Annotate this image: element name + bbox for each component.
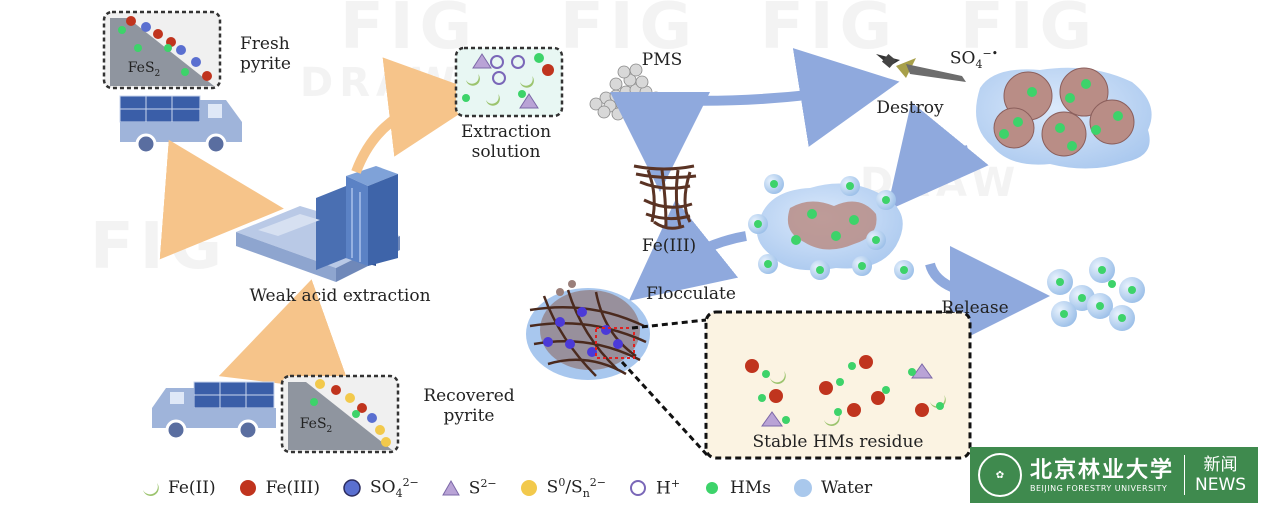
arrow-to-solution — [351, 57, 488, 174]
legend-s2-label: S2− — [468, 477, 497, 499]
destroy-label: Destroy — [876, 98, 944, 118]
legend-water-label: Water — [821, 478, 873, 498]
extraction-solution-box — [454, 46, 564, 118]
university-news-badge: ✿ 北京林业大学 BEIJING FORESTRY UNIVERSITY 新闻 … — [970, 447, 1258, 503]
aggregate-cluster — [976, 67, 1152, 169]
stable-residue-box — [704, 310, 972, 460]
legend-so4-label: SO42− — [369, 475, 419, 501]
arrow-to-destroy — [663, 48, 900, 147]
legend-s0-sn-label: S0/Sn2− — [546, 475, 606, 501]
red-dot-icon — [239, 480, 256, 496]
news-label-en: NEWS — [1195, 475, 1247, 495]
legend-fe3: Fe(III) — [238, 478, 320, 498]
legend: Fe(II) Fe(III) SO42− S2− S0/Sn2− H+ HMs … — [140, 474, 872, 502]
legend-hms: HMs — [702, 478, 771, 498]
factory-icon — [236, 166, 400, 282]
ring-icon — [630, 480, 646, 496]
blue-dot-icon — [343, 479, 361, 497]
legend-h: H+ — [628, 477, 680, 499]
stable-residue-label: Stable HMs residue — [752, 432, 924, 452]
legend-s0-sn: S0/Sn2− — [519, 476, 606, 500]
green-dot-icon — [706, 482, 719, 494]
release-bubbles — [1047, 257, 1145, 331]
university-name-en: BEIJING FORESTRY UNIVERSITY — [1030, 483, 1168, 493]
yellow-dot-icon — [520, 479, 537, 496]
watermark-fig-2: FIG — [560, 0, 699, 64]
bubble-icon — [794, 479, 813, 497]
zoom-line-bottom — [620, 360, 710, 458]
fe3-floc-icon — [633, 164, 697, 230]
arrow-to-flocculate — [628, 199, 747, 301]
truck-bottom-icon — [152, 381, 276, 441]
recovered-pyrite-label: Recovered pyrite — [423, 386, 515, 426]
pms-label: PMS — [641, 50, 683, 70]
legend-so4: SO42− — [342, 476, 419, 500]
recovered-pyrite-box — [280, 374, 400, 454]
arrow-to-fe3 — [609, 91, 710, 192]
zoom-line-top — [631, 318, 707, 330]
so4-radical-label: SO4−• — [949, 47, 999, 72]
university-name: 北京林业大学 BEIJING FORESTRY UNIVERSITY — [1030, 458, 1174, 493]
crescent-icon — [143, 483, 159, 496]
legend-fe3-label: Fe(III) — [265, 478, 320, 498]
legend-hms-label: HMs — [730, 478, 772, 498]
arrow-to-release — [925, 245, 1050, 346]
legend-s2: S2− — [441, 477, 497, 499]
fes2-bottom-label: FeS2 — [299, 416, 333, 435]
legend-h-label: H+ — [656, 477, 681, 499]
university-seal-icon: ✿ — [978, 453, 1022, 497]
pms-beads-icon — [589, 63, 667, 121]
fresh-pyrite-label: Fresh pyrite — [240, 34, 291, 74]
news-label: 新闻 NEWS — [1195, 455, 1246, 495]
arrow-to-dispersion — [886, 101, 989, 211]
truck-top-icon — [119, 95, 242, 155]
fresh-pyrite-box — [102, 10, 222, 90]
fes2-top-label: FeS2 — [127, 60, 161, 79]
extraction-solution-label: Extraction solution — [460, 122, 552, 162]
arrow-to-recovered — [218, 279, 352, 393]
weak-acid-extraction-label: Weak acid extraction — [249, 286, 431, 306]
university-name-cn: 北京林业大学 — [1030, 457, 1175, 483]
badge-divider — [1184, 455, 1186, 495]
watermark-fig-1: FIG — [340, 0, 479, 64]
watermark-fig-4: FIG — [960, 0, 1099, 64]
legend-water: Water — [793, 478, 872, 498]
legend-fe2-label: Fe(II) — [168, 478, 216, 498]
flocculate-label: Flocculate — [646, 284, 736, 304]
news-label-cn: 新闻 — [1203, 455, 1238, 475]
legend-fe2: Fe(II) — [140, 478, 216, 498]
sword-icon — [876, 53, 966, 82]
triangle-icon — [441, 479, 460, 496]
dispersed-blob — [748, 174, 914, 280]
release-label: Release — [941, 298, 1009, 318]
floc-particle — [526, 280, 650, 380]
arrow-to-extraction — [159, 139, 284, 260]
fe3-label: Fe(III) — [641, 236, 697, 256]
